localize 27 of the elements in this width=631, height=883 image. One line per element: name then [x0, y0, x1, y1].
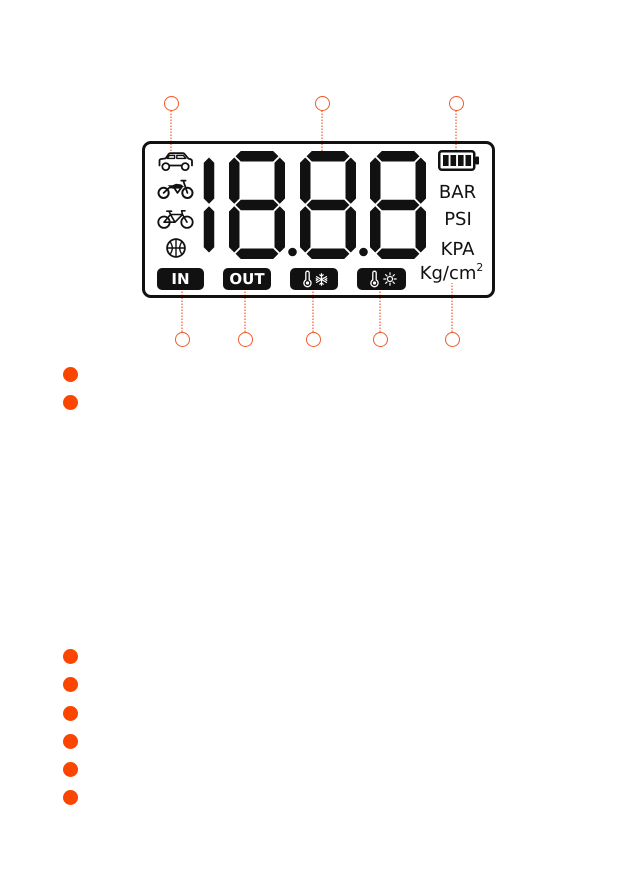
callout-circle [164, 96, 178, 110]
unit-label: PSI [444, 211, 472, 229]
battery-icon [438, 150, 479, 171]
callout-circle [372, 332, 388, 347]
thermometer-snowflake-badge [290, 268, 338, 290]
callout-circle [174, 332, 190, 347]
out-badge: OUT [223, 268, 271, 290]
unit-label: BAR [438, 184, 476, 202]
callout-circle [238, 332, 252, 347]
leader-line [181, 290, 183, 332]
callout-circle [444, 332, 460, 347]
leader-line [451, 283, 453, 332]
leader-line [312, 290, 314, 332]
leader-line [455, 110, 457, 150]
unit-label: KPA [440, 241, 474, 259]
lcd-frame [142, 141, 495, 298]
leader-line [321, 110, 323, 151]
callout-circle [448, 96, 464, 110]
in-badge: IN [157, 268, 204, 290]
leader-line [379, 290, 381, 332]
seven-segment-display-drawing [202, 151, 427, 259]
unit-label: Kg/cm$^{2}$ [420, 265, 484, 283]
leader-line [170, 110, 172, 152]
thermometer-sun-badge [357, 268, 406, 290]
callout-circle [306, 332, 320, 347]
leader-line [244, 290, 246, 332]
callout-circle [314, 96, 330, 110]
